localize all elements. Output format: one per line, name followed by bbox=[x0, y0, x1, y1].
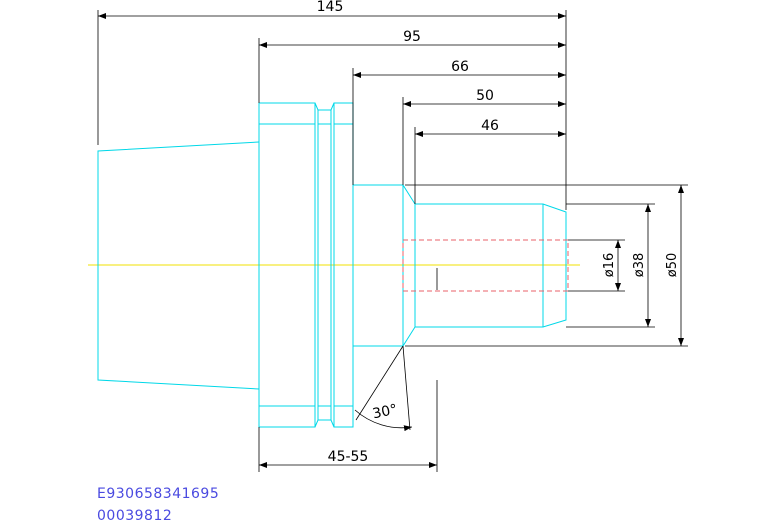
vertical-dimensions bbox=[405, 184, 688, 347]
flange bbox=[258, 102, 316, 428]
dim-text-95: 95 bbox=[403, 29, 421, 45]
dim-text-46: 46 bbox=[481, 118, 499, 134]
collar bbox=[333, 102, 354, 428]
tool-holder-outline bbox=[97, 102, 567, 428]
code-line-2: 00039812 bbox=[97, 508, 172, 523]
taper-shank bbox=[97, 141, 260, 390]
v-groove-lower bbox=[314, 419, 335, 428]
dim-text-angle: 30° bbox=[371, 402, 399, 423]
dim-text-50: 50 bbox=[476, 88, 494, 104]
dim-text-66: 66 bbox=[451, 59, 469, 75]
dim-text-45-55: 45-55 bbox=[328, 449, 369, 465]
dim-text-d50: ø50 bbox=[665, 253, 680, 278]
angle-arc bbox=[354, 409, 413, 432]
code-line-1: E930658341695 bbox=[97, 486, 219, 502]
dim-text-145: 145 bbox=[317, 0, 344, 15]
dim-text-d16: ø16 bbox=[602, 253, 617, 278]
dim-text-d38: ø38 bbox=[632, 253, 647, 278]
hidden-bore bbox=[402, 239, 569, 292]
v-groove bbox=[314, 102, 335, 111]
horizontal-dimensions bbox=[97, 10, 567, 472]
body bbox=[353, 184, 416, 347]
nose bbox=[415, 203, 567, 328]
angle-dimension bbox=[354, 345, 413, 432]
